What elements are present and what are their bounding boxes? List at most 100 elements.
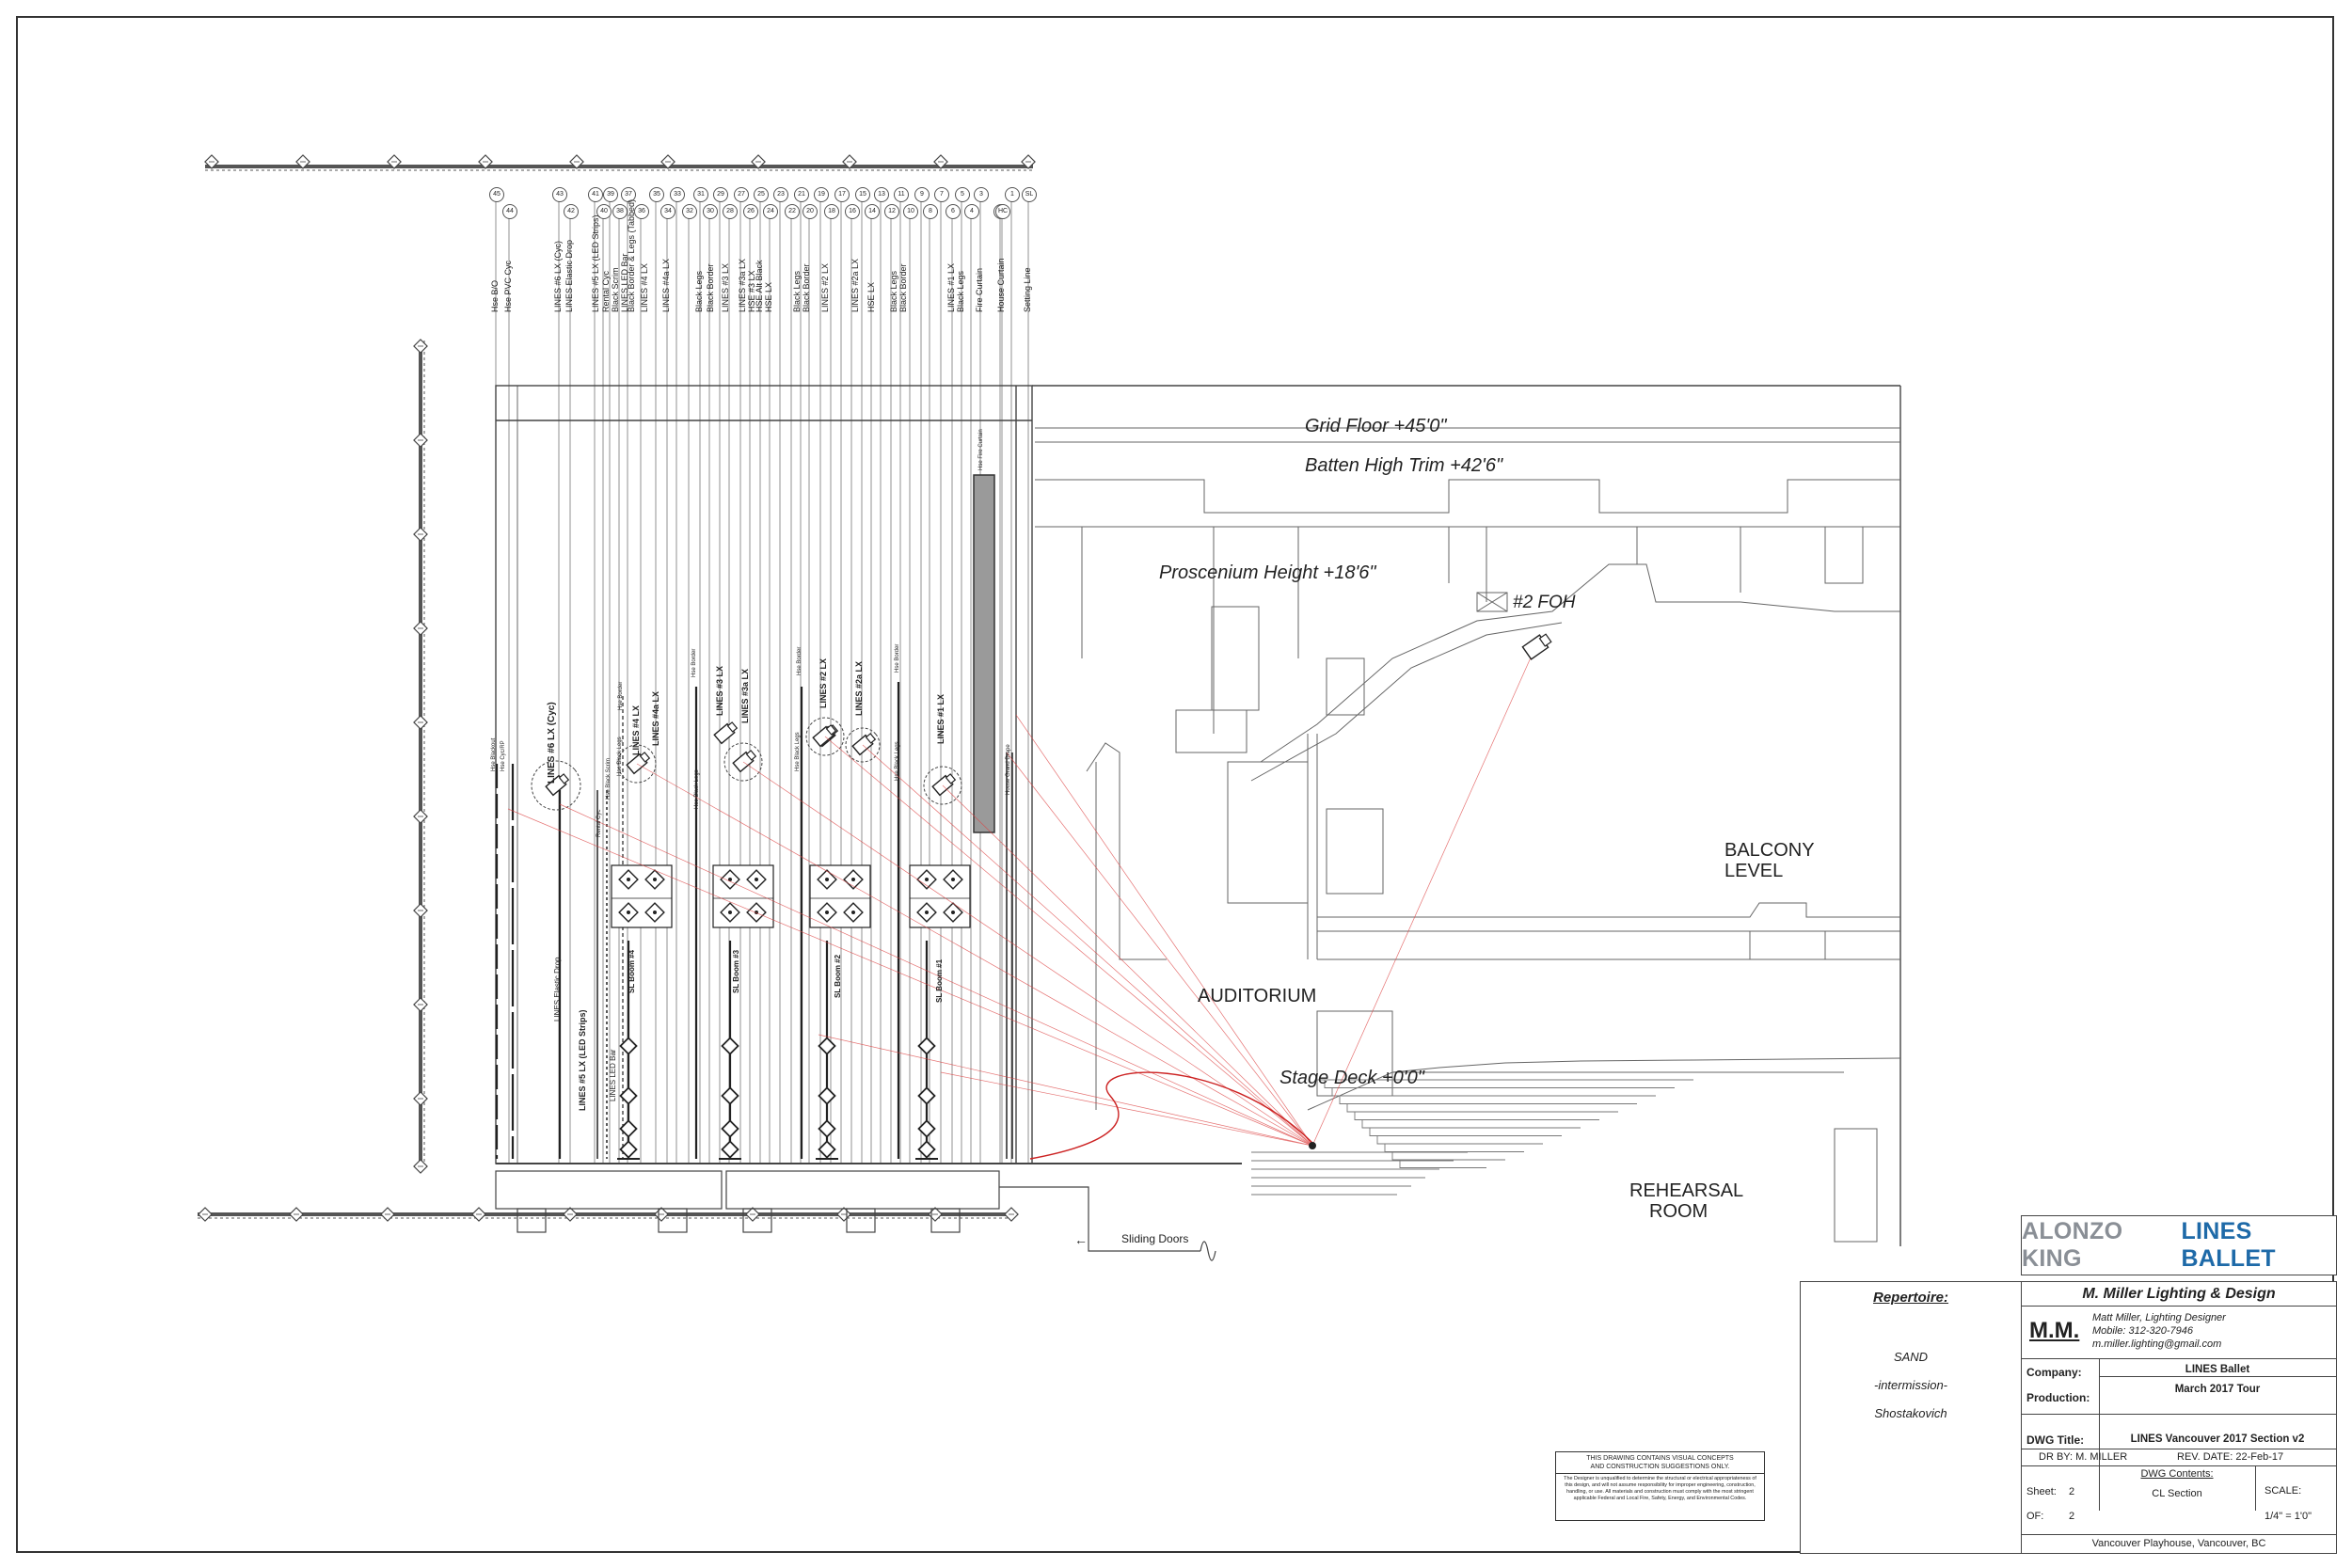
dwg-title-value: LINES Vancouver 2017 Section v2 [2130, 1433, 2305, 1445]
top-ruler [205, 165, 1033, 171]
lineset-number: 14 [865, 204, 880, 219]
sheet-border [16, 16, 2334, 1553]
room-label: ROOM [1649, 1201, 1708, 1222]
beam-line [559, 803, 1313, 1147]
lineset-label: LINES #3 LX [721, 262, 730, 312]
lineset-label: LINES #4 LX [640, 262, 649, 312]
stage-label-led-bar: LINES LED Bar [609, 1049, 617, 1101]
lineset-label: Hse B/O [490, 279, 500, 312]
stage-label-hse-cyc: Hse Cyc/RP [501, 740, 506, 771]
lineset-number: 23 [773, 187, 788, 202]
stage-label-boom1: SL Boom #1 [935, 958, 944, 1003]
sheet-label: Sheet: [2026, 1486, 2057, 1497]
beam-line [862, 744, 1313, 1147]
firm-name: M. Miller Lighting & Design [2082, 1286, 2276, 1302]
dwg-title-label: DWG Title: [2026, 1433, 2085, 1447]
lineset-number: 37 [621, 187, 636, 202]
lineset-label: Rental Cyc [601, 270, 611, 312]
lineset-label: Black Border [898, 263, 908, 312]
lineset-number: 1 [1005, 187, 1020, 202]
lineset-number: 38 [612, 204, 628, 219]
left-ruler [419, 341, 425, 1168]
lineset-number: 13 [874, 187, 889, 202]
lineset-number: 20 [803, 204, 818, 219]
lineset-number: 3 [974, 187, 989, 202]
lineset-number: 19 [814, 187, 829, 202]
disclaimer-title-line: AND CONSTRUCTION SUGGESTIONS ONLY. [1590, 1464, 1730, 1470]
lineset-number: 29 [713, 187, 728, 202]
left-ruler-marks [413, 339, 428, 1174]
lineset-number: 18 [824, 204, 839, 219]
stage-label-hse-legs: Hse Black Legs [617, 736, 623, 776]
seating-riser [1324, 1080, 1675, 1088]
lineset-number: 30 [703, 204, 718, 219]
sheet-number: 2 [2069, 1486, 2075, 1497]
rehearsal-label: REHEARSAL [1629, 1180, 1744, 1201]
lineset-number: 31 [693, 187, 708, 202]
lineset-number: 7 [934, 187, 949, 202]
lineset-number: 24 [763, 204, 778, 219]
title-block: M. Miller Lighting & Design M.M. Matt Mi… [2021, 1281, 2337, 1554]
scale-label: SCALE: [2265, 1485, 2302, 1497]
stage-house [495, 385, 1901, 1246]
lineset-label: Black Border [706, 263, 715, 312]
company-value: LINES Ballet [2185, 1364, 2250, 1375]
lineset-label: LINES #5 LX (LED Strips) [591, 214, 600, 312]
beam-line [507, 808, 1313, 1147]
revision-date: REV. DATE: 22-Feb-17 [2177, 1451, 2284, 1463]
company-label: Company: [2026, 1366, 2082, 1379]
sliding-doors-label: Sliding Doors [1121, 1232, 1189, 1245]
stage-label-boom4: SL Boom #4 [628, 949, 636, 993]
lighting-fixture [531, 760, 581, 811]
lineset-number: 27 [734, 187, 749, 202]
top-ruler-marks [204, 154, 1036, 169]
beam-line [942, 784, 1313, 1147]
stage-label-lx5: LINES #5 LX (LED Strips) [578, 1009, 587, 1111]
stage-label-fire-curtain: Hse Fire Curtain [978, 429, 984, 470]
stage-label-boom2: SL Boom #2 [834, 954, 842, 998]
lineset-label: Setting Line [1023, 267, 1032, 312]
contents-value: CL Section [2152, 1488, 2202, 1499]
stage-label-hse-border: Hse Border [691, 648, 697, 677]
lineset-label: Hse PVC Cyc [503, 260, 513, 312]
lineset-label: Black Legs [956, 270, 965, 312]
seating-riser [1346, 1104, 1618, 1113]
boom [809, 864, 871, 1160]
logo-part-2: LINES BALLET [2181, 1218, 2276, 1272]
lineset-label: LINES #4a LX [661, 258, 671, 312]
repertoire-box: Repertoire: SAND -intermission- Shostako… [1800, 1281, 2022, 1554]
lineset-number: 15 [855, 187, 870, 202]
production-value: March 2017 Tour [2174, 1384, 2261, 1395]
seating-riser [1354, 1112, 1599, 1120]
stage-label-blackout: Hse Blackout [491, 737, 497, 771]
batten-trim-label: Batten High Trim +42'6" [1305, 455, 1503, 476]
designer-email: m.miller.lighting@gmail.com [2092, 1338, 2222, 1350]
seating-riser [1399, 1160, 1486, 1168]
lineset-number: 21 [794, 187, 809, 202]
stage-label-hse-legs: Hse Black Legs [694, 769, 700, 809]
lineset-label: LINES #2 LX [820, 262, 830, 312]
contents-label: DWG Contents: [2140, 1468, 2214, 1480]
seating-riser [1339, 1096, 1637, 1104]
boom [909, 864, 971, 1160]
beam-line [940, 1071, 1313, 1147]
stage-label-rental-cyc: Rental Cyc [596, 809, 602, 837]
repertoire-item: SAND [1893, 1350, 1929, 1364]
lineset-label: LINES #1 LX [946, 262, 956, 312]
fire-curtain [973, 474, 995, 833]
beam-line [1311, 646, 1536, 1147]
lineset-number: 10 [903, 204, 918, 219]
lineset-number: 4 [964, 204, 979, 219]
seating-risers [1251, 1072, 1693, 1196]
stage-label-lx3: LINES #3 LX [715, 665, 724, 716]
sightline-arc [1029, 1071, 1313, 1160]
lineset-label: Black Legs [889, 270, 898, 312]
beam-line [824, 736, 1313, 1147]
lineset-number: 41 [588, 187, 603, 202]
lineset-label: LINES #3a LX [738, 258, 747, 312]
stage-label-lx4a: LINES #4a LX [651, 690, 660, 746]
boom [712, 864, 774, 1160]
stage-label-boom3: SL Boom #3 [732, 949, 740, 993]
